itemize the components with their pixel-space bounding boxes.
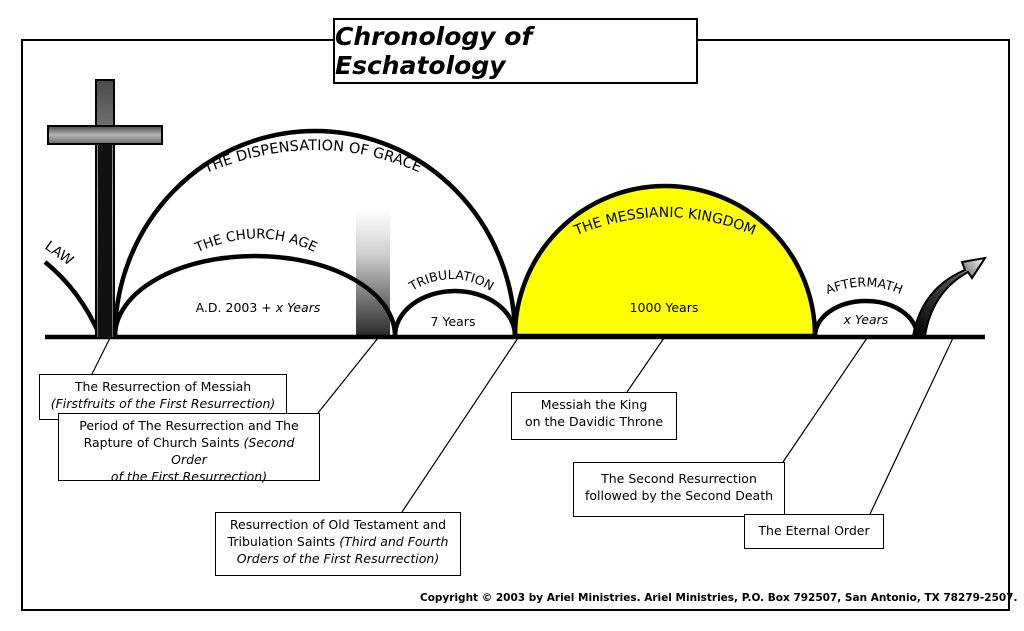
second-resurrection-box: The Second Resurrection followed by the … xyxy=(573,462,785,517)
eternal-order-box: The Eternal Order xyxy=(744,514,884,549)
aftermath-duration: x Years xyxy=(843,312,889,327)
box-line: Period of The Resurrection and The xyxy=(79,418,299,433)
messianic-kingdom-arc xyxy=(512,183,818,339)
box-line: Rapture of Church Saints (Second Order xyxy=(83,435,295,467)
tribulation-duration: 7 Years xyxy=(431,314,476,329)
church-age-label: THE CHURCH AGE xyxy=(192,226,320,256)
dispensation-of-grace-arc xyxy=(112,128,518,337)
rapture-gradient-column xyxy=(356,210,390,336)
box-line: (Firstfruits of the First Resurrection) xyxy=(50,396,276,411)
law-arc xyxy=(43,260,103,337)
aftermath-arc xyxy=(812,298,920,337)
box-line: The Resurrection of Messiah xyxy=(74,379,252,394)
messianic-kingdom-duration: 1000 Years xyxy=(630,300,699,315)
box-line: Orders of the First Resurrection) xyxy=(236,551,440,566)
box-line: The Eternal Order xyxy=(758,523,870,538)
cross-icon xyxy=(47,79,163,339)
copyright-notice: Copyright © 2003 by Ariel Ministries. Ar… xyxy=(420,592,1018,604)
rapture-box: Period of The Resurrection and The Raptu… xyxy=(58,413,320,484)
aftermath-label: AFTERMATH xyxy=(823,274,905,297)
box-line: Resurrection of Old Testament and xyxy=(229,517,447,532)
box-line: The Second Resurrection xyxy=(601,471,757,486)
page-title: Chronology of Eschatology xyxy=(333,18,698,84)
page-title-text: Chronology of Eschatology xyxy=(335,22,533,80)
resurrection-of-messiah-box: The Resurrection of Messiah (Firstfruits… xyxy=(39,374,287,420)
messiah-the-king-box: Messiah the King on the Davidic Throne xyxy=(511,392,677,440)
eternal-order-arrow xyxy=(911,256,988,337)
leader-lines xyxy=(91,337,954,515)
old-testament-saints-box: Resurrection of Old Testament and Tribul… xyxy=(215,512,461,576)
box-line: on the Davidic Throne xyxy=(524,414,664,429)
church-age-arc xyxy=(112,253,398,337)
box-line: followed by the Second Death xyxy=(584,488,774,503)
church-age-duration: A.D. 2003 + x Years xyxy=(196,300,321,315)
box-line: Tribulation Saints (Third and Fourth xyxy=(227,534,449,549)
tribulation-arc xyxy=(392,288,518,337)
box-line: Messiah the King xyxy=(540,397,648,412)
box-line: of the First Resurrection) xyxy=(110,469,268,484)
